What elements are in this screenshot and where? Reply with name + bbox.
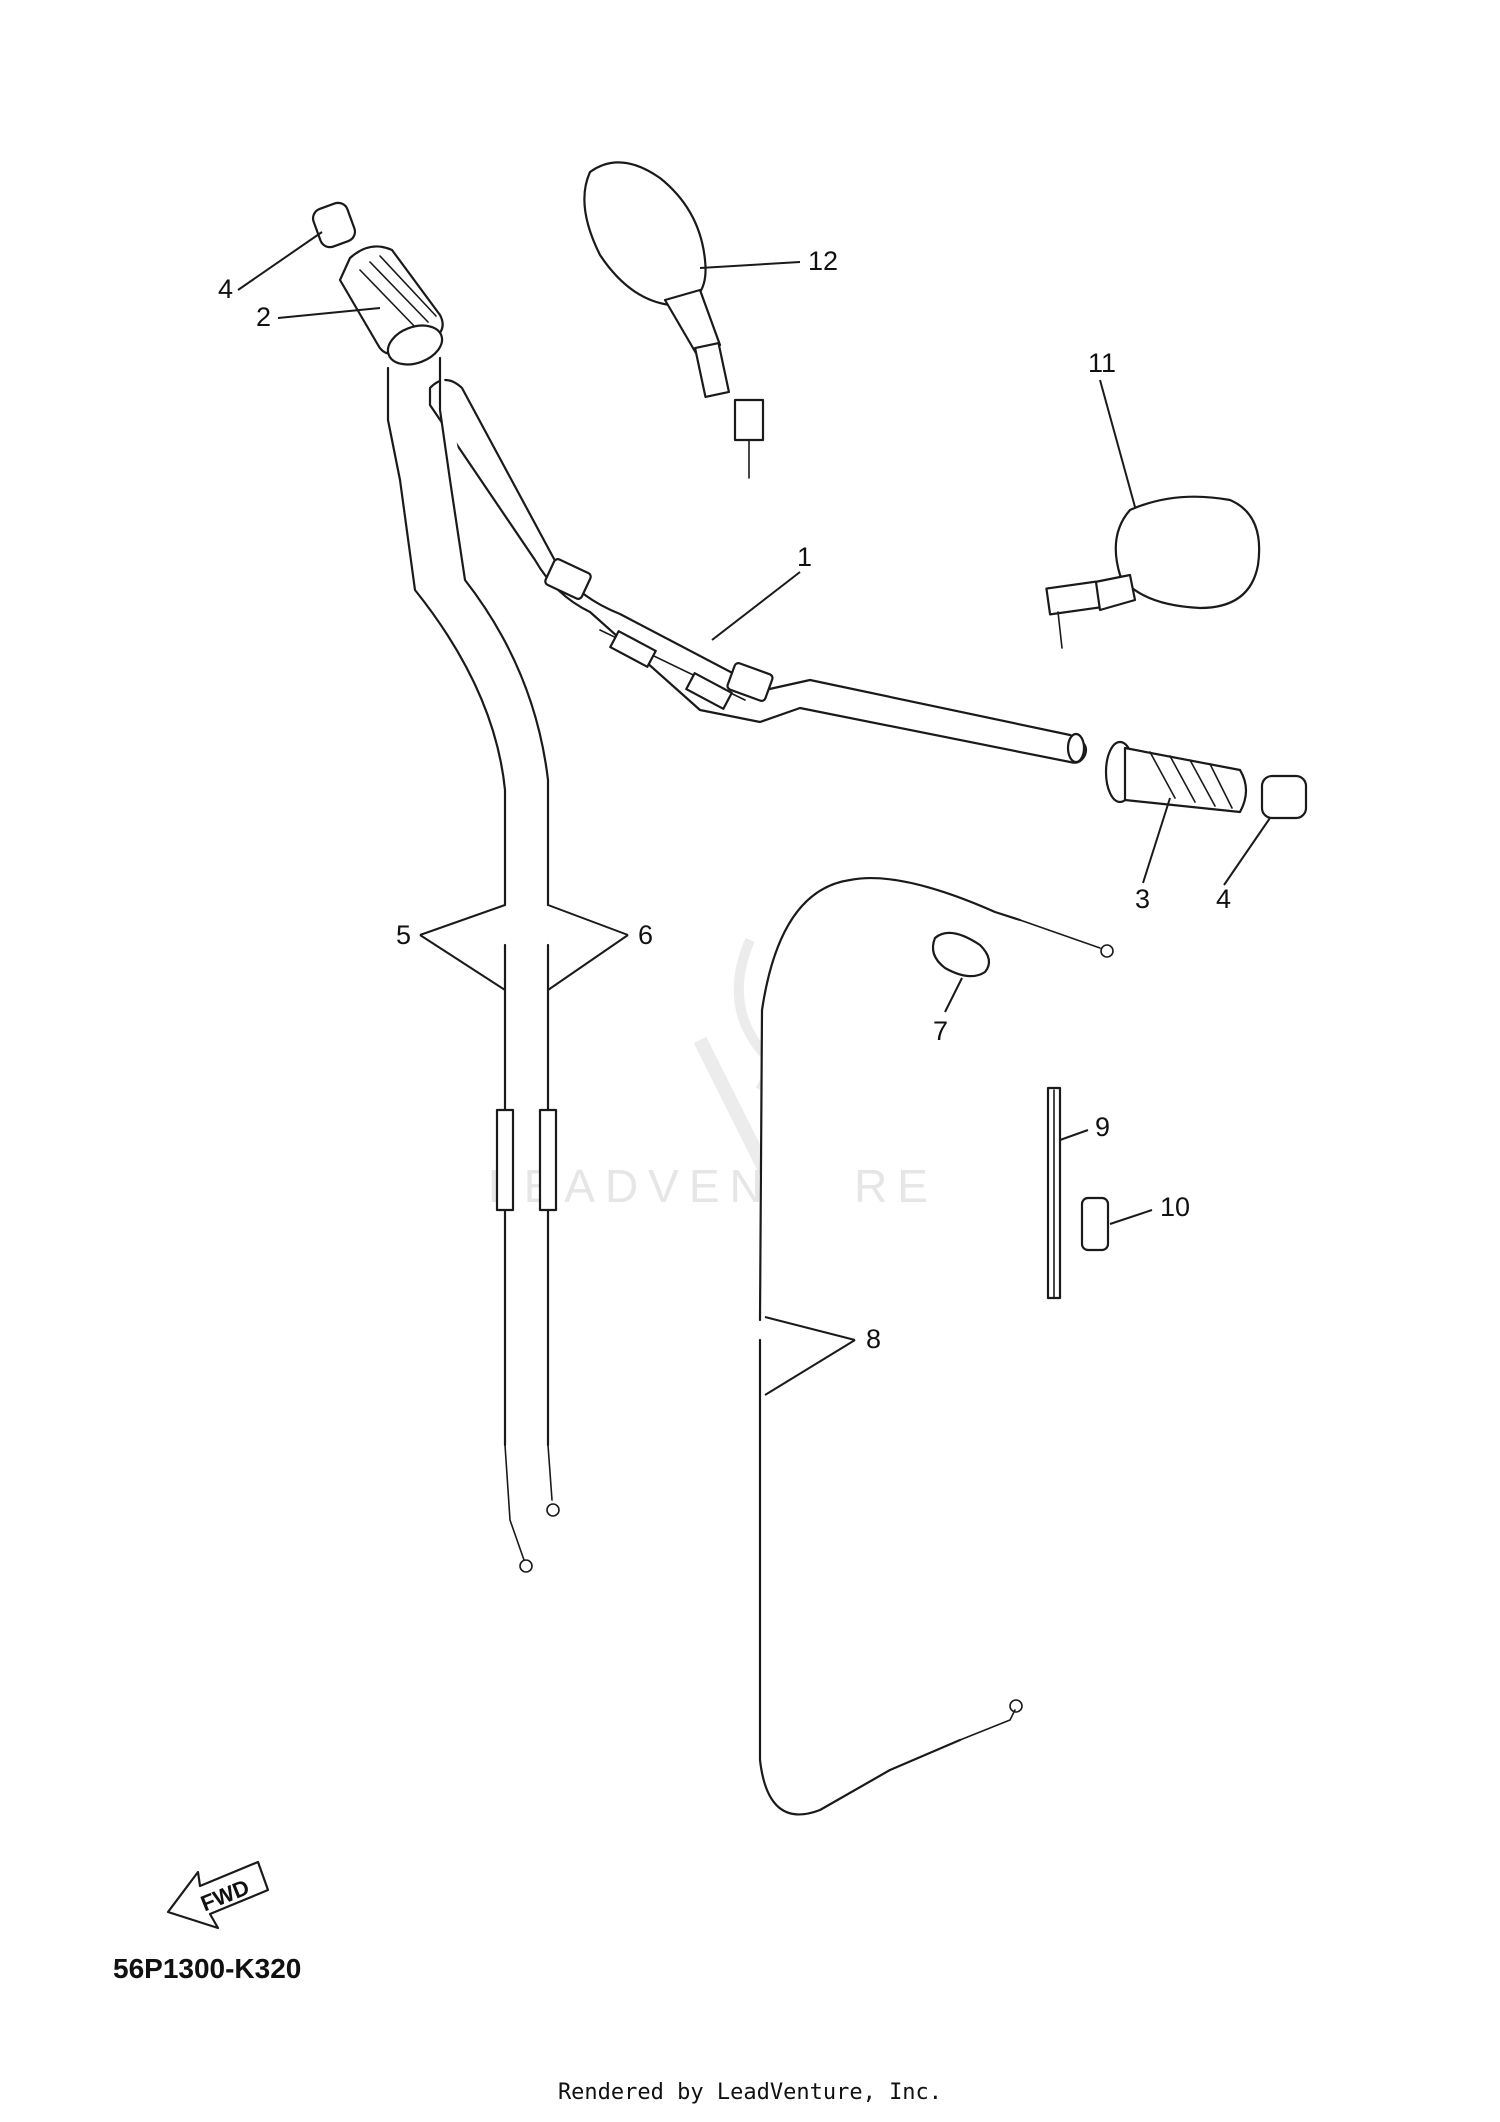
cable-tie-part[interactable]	[1046, 1086, 1062, 1300]
callout-labels: 4 2 1 3 4 5 6 7 8 9 10 11 12	[218, 246, 1231, 1354]
callout-4-right: 4	[1216, 884, 1231, 914]
right-bar-end-part[interactable]	[1260, 774, 1308, 820]
callout-9: 9	[1095, 1112, 1110, 1142]
callout-6: 6	[638, 920, 653, 950]
right-mirror-part[interactable]	[1045, 495, 1261, 649]
callout-2: 2	[256, 302, 271, 332]
callout-11: 11	[1088, 348, 1116, 378]
handlebar-part[interactable]	[428, 378, 1088, 764]
throttle-cable-5[interactable]	[386, 366, 533, 1573]
left-mirror-part[interactable]	[583, 161, 765, 479]
callout-5: 5	[396, 920, 411, 950]
diagram-code: 56P1300-K320	[113, 1953, 302, 1984]
cable-adjuster-part[interactable]	[931, 931, 991, 978]
callout-7: 7	[933, 1016, 948, 1046]
callout-12: 12	[808, 246, 838, 276]
left-grip-part[interactable]	[338, 245, 447, 371]
callout-8: 8	[866, 1324, 881, 1354]
forward-direction-arrow: FWD	[166, 1860, 270, 1930]
leader-lines	[237, 231, 1271, 1396]
left-bar-end-part[interactable]	[310, 200, 358, 250]
clutch-cable-part[interactable]	[758, 877, 1114, 1816]
callout-3: 3	[1135, 884, 1150, 914]
callout-1: 1	[797, 542, 812, 572]
callout-10: 10	[1160, 1192, 1190, 1222]
throttle-cable-6[interactable]	[438, 356, 560, 1517]
render-credit: Rendered by LeadVenture, Inc.	[557, 2080, 943, 2105]
callout-4-left: 4	[218, 274, 233, 304]
clamp-part[interactable]	[1080, 1196, 1110, 1252]
right-grip-part[interactable]	[1104, 740, 1248, 814]
